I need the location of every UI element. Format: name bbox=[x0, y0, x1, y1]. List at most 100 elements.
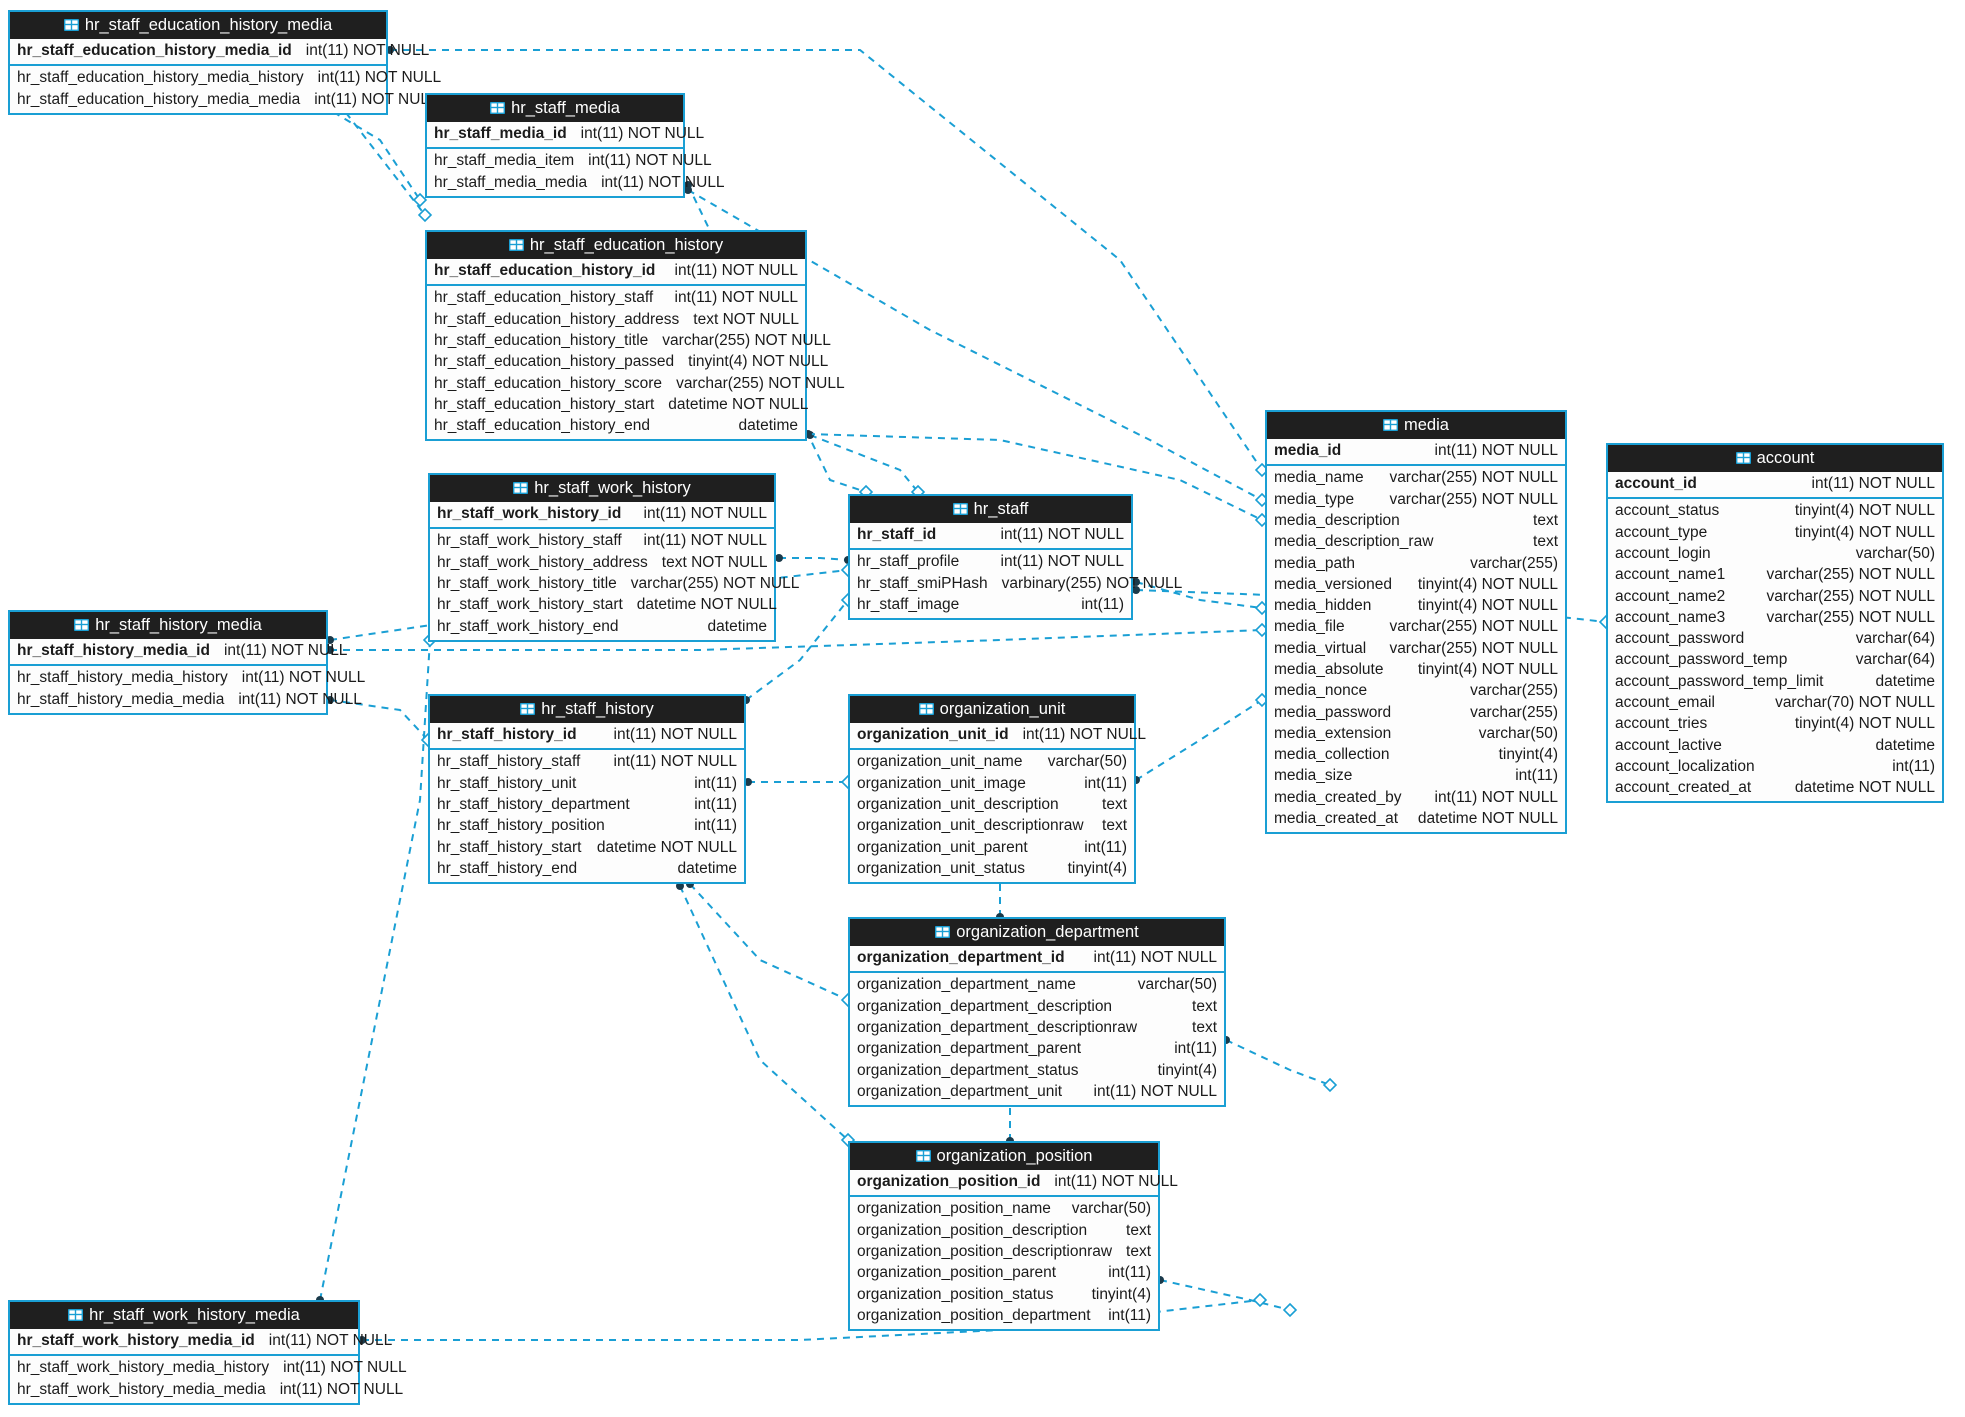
column-row[interactable]: hr_staff_education_history_media_history… bbox=[10, 68, 441, 89]
